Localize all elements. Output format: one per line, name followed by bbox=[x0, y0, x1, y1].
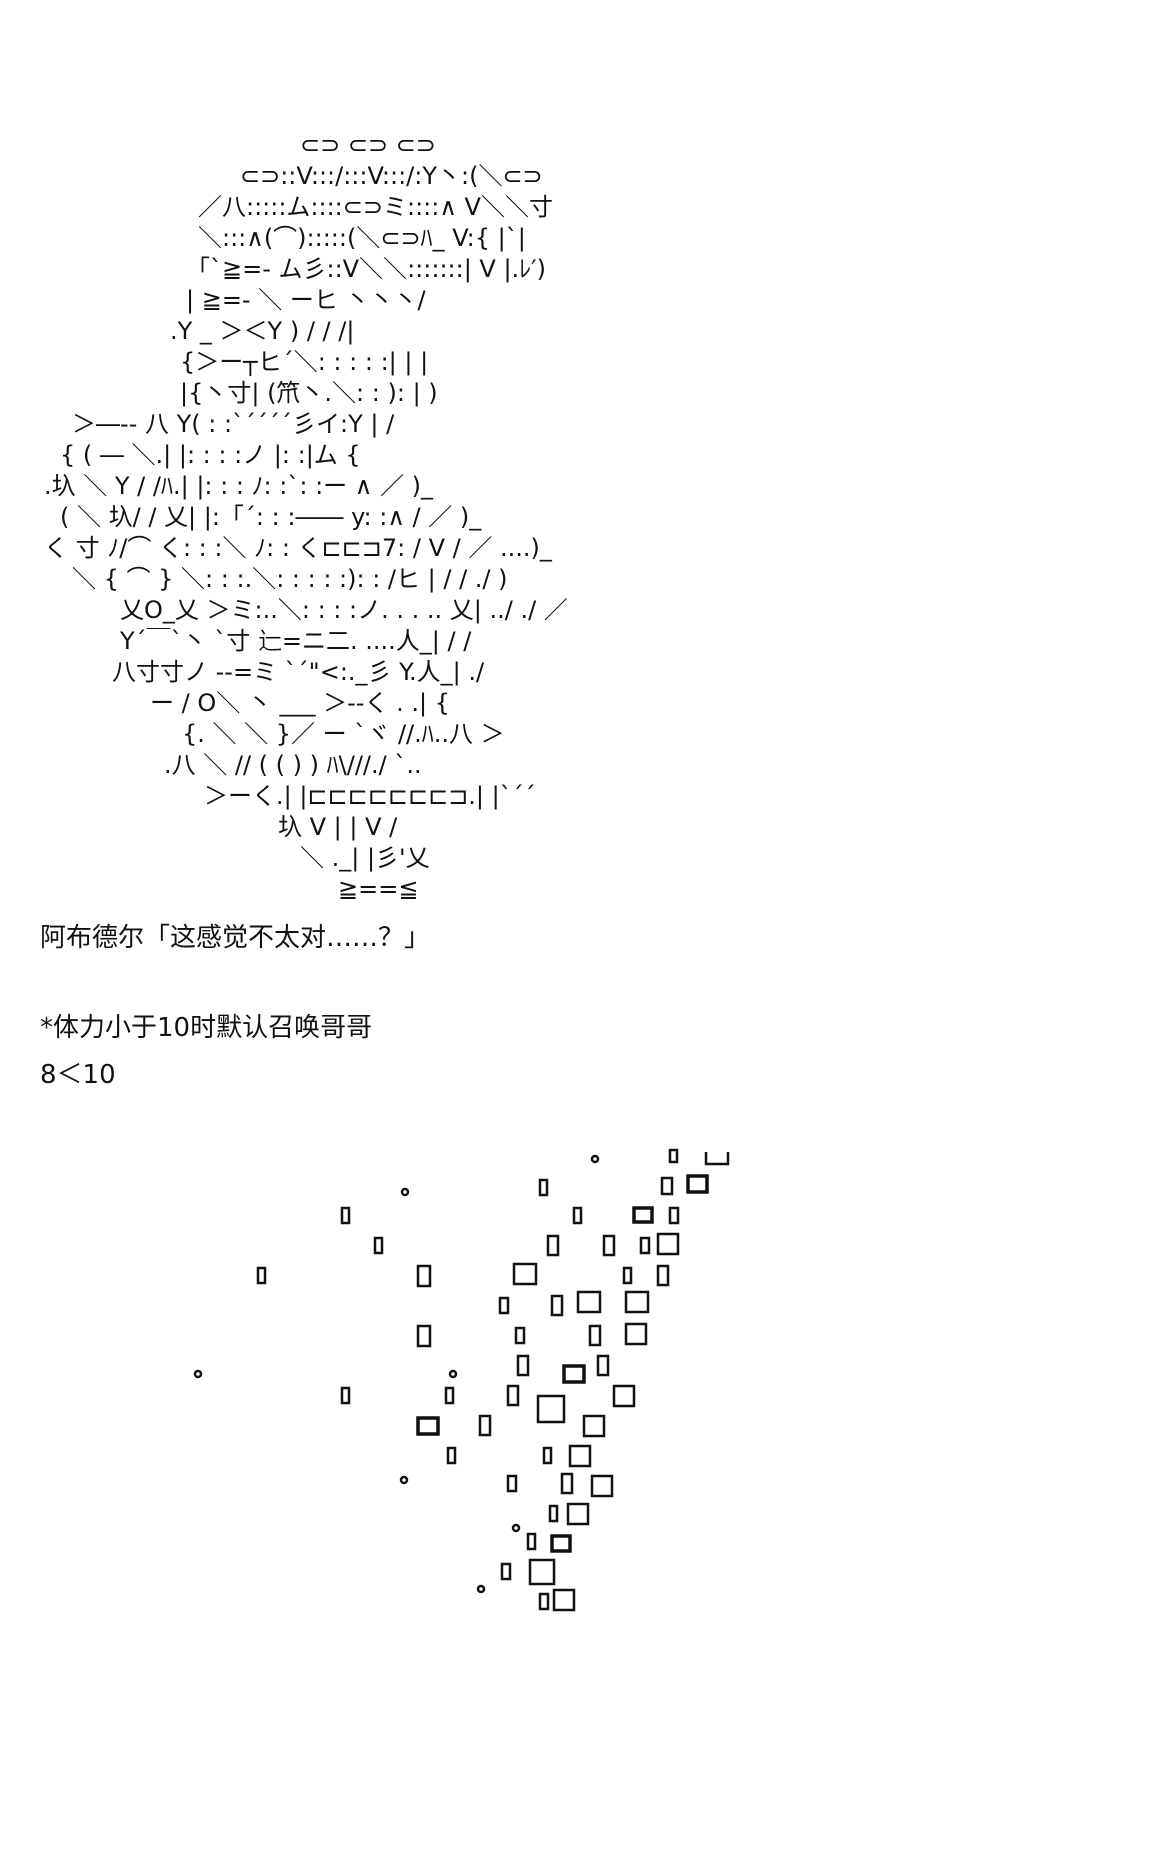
ascii-art-line: ／八:::::ム::::⊂⊃ミ::::∧ V＼＼寸 bbox=[198, 193, 553, 221]
particle-dot bbox=[511, 1523, 521, 1533]
ascii-art-line: く 寸 ﾉ/⌒ く: : :＼ ﾉ: : く⊏⊏⊐7: / V / ／ ....… bbox=[44, 534, 553, 562]
particle-square bbox=[536, 1394, 566, 1424]
ascii-art-line: 乂O_乂 ＞ミ:..＼: : : :ノ. . . .. 乂| ../ ./ ／ bbox=[120, 596, 568, 624]
particle-bar bbox=[506, 1384, 520, 1407]
particle-bar bbox=[572, 1206, 583, 1225]
particle-square bbox=[632, 1206, 654, 1224]
ascii-art-line: ⊂⊃::V:::/:::V:::/:Y丶:(＼⊂⊃ bbox=[240, 162, 543, 190]
ascii-art-line: { ( ― ＼.| |: : : :ノ |: :|ム { bbox=[60, 441, 361, 469]
particle-bar bbox=[516, 1354, 530, 1377]
particle-square bbox=[656, 1232, 680, 1256]
ascii-art-line: ＼ { ⌒ } ＼: : :.＼: : : : :): : /ヒ | / / .… bbox=[72, 565, 508, 593]
ascii-art-line: ＞―-- 八 Y( : :`´´´´彡イ:Y | / bbox=[72, 410, 395, 438]
particle-bar bbox=[416, 1264, 432, 1288]
particle-dot bbox=[399, 1475, 409, 1485]
particle-bar bbox=[542, 1446, 553, 1465]
particle-bar bbox=[548, 1504, 559, 1523]
particle-bar bbox=[550, 1294, 564, 1317]
stat-comparison: 8＜10 bbox=[40, 1060, 116, 1090]
particle-square bbox=[582, 1414, 606, 1438]
ascii-art-line: 圦 V | | V / bbox=[278, 813, 398, 841]
particle-bar bbox=[538, 1592, 550, 1611]
particle-bar bbox=[602, 1234, 616, 1257]
particle-bar bbox=[506, 1474, 518, 1493]
particle-bar bbox=[656, 1264, 670, 1287]
ascii-art-line: |{丶寸| (笊丶.＼: : ): | ) bbox=[180, 379, 438, 407]
particle-bar bbox=[622, 1266, 633, 1285]
ascii-art-line: ー / O＼ 丶 ___ ＞--く . .| { bbox=[150, 689, 450, 717]
dialogue-line: 阿布德尔「这感觉不太对……？」 bbox=[40, 923, 431, 953]
ascii-art-line: .Y _ ＞＜Y ) / / /| bbox=[170, 317, 354, 345]
particle-dot bbox=[400, 1187, 410, 1197]
particle-dot bbox=[590, 1154, 600, 1164]
particle-bar bbox=[500, 1562, 512, 1581]
ascii-art-line: ≧==≦ bbox=[338, 875, 418, 900]
particle-bar bbox=[373, 1236, 384, 1255]
particle-bar bbox=[478, 1414, 492, 1437]
particle-square bbox=[568, 1444, 592, 1468]
particle-bar bbox=[256, 1266, 267, 1285]
particle-fragment bbox=[704, 1152, 730, 1166]
particle-square bbox=[562, 1364, 586, 1384]
particle-bar bbox=[639, 1236, 651, 1255]
ascii-art-figure: ⊂⊃ ⊂⊃ ⊂⊃ ⊂⊃::V:::/:::V:::/:Y丶:(＼⊂⊃ ／八:::… bbox=[44, 131, 568, 900]
particle-bar bbox=[588, 1324, 602, 1347]
particle-bar bbox=[596, 1354, 610, 1377]
particle-bar bbox=[340, 1206, 351, 1225]
particle-bar bbox=[446, 1446, 457, 1465]
particle-square bbox=[612, 1384, 636, 1408]
particle-square bbox=[512, 1262, 538, 1286]
particle-bar bbox=[340, 1386, 351, 1405]
ascii-art-line: ＼:::∧(⌒):::::(＼⊂⊃ﾊ_ V:{ |`| bbox=[198, 224, 526, 252]
particle-square bbox=[552, 1588, 576, 1612]
particle-square bbox=[686, 1174, 709, 1194]
particle-dot bbox=[476, 1584, 486, 1594]
ascii-art-line: {. ＼ ＼ }／ ー `ヾ //.ﾊ..八 ＞ bbox=[182, 720, 505, 748]
particle-square bbox=[416, 1416, 440, 1436]
particle-dot bbox=[448, 1369, 458, 1379]
particle-bar bbox=[514, 1326, 526, 1345]
particle-square bbox=[566, 1502, 590, 1526]
particle-bar bbox=[546, 1234, 560, 1257]
particle-bar bbox=[416, 1324, 432, 1348]
particle-square bbox=[576, 1290, 602, 1314]
particle-bar bbox=[660, 1176, 674, 1196]
ascii-art-line: ( ＼ 圦/ / 乂| |:「´: : :―― y: :∧ / ／ )_ bbox=[60, 503, 482, 531]
ascii-art-line: .八 ＼ // ( ( ) ) ﾊ\///./ `.. bbox=[164, 751, 422, 779]
particle-bar bbox=[668, 1148, 679, 1164]
particle-bar bbox=[526, 1532, 537, 1551]
particle-bar bbox=[444, 1386, 455, 1405]
dissolving-particles bbox=[193, 1148, 730, 1612]
particle-square bbox=[624, 1322, 648, 1346]
ascii-art-line: ⊂⊃ ⊂⊃ ⊂⊃ bbox=[300, 131, 436, 159]
ascii-art-line: ＼ ._| |彡'乂 bbox=[300, 844, 430, 872]
particle-dot bbox=[193, 1369, 203, 1379]
ascii-art-line: Y´￣`丶 `寸 辷=ニ二. ....人_| / / bbox=[119, 627, 472, 655]
particle-square bbox=[550, 1534, 572, 1553]
ascii-art-line: {＞ー┬ヒ´＼: : : : :| | | bbox=[180, 348, 428, 377]
ascii-art-line: ＞ーく.| |⊏⊏⊏⊏⊏⊏⊏⊐.| |`´´ bbox=[204, 782, 536, 810]
particle-bar bbox=[498, 1296, 510, 1315]
particle-square bbox=[590, 1474, 614, 1498]
stat-note: *体力小于10时默认召唤哥哥 bbox=[40, 1013, 373, 1043]
particle-bar bbox=[668, 1206, 680, 1225]
particle-bar bbox=[538, 1178, 549, 1197]
particle-square bbox=[528, 1558, 556, 1586]
ascii-art-line: 八寸寸ノ --=ミ `´"<:._彡 Y.人_| ./ bbox=[112, 658, 485, 686]
particle-square bbox=[624, 1290, 650, 1314]
ascii-art-line: 「`≧=- ム彡::V＼＼:::::::| V |.ﾚ′) bbox=[186, 255, 546, 283]
ascii-art-line: .圦 ＼ Y / /ﾊ.| |: : : ﾉ: :`: :ー ∧ ／ )_ bbox=[44, 472, 434, 500]
ascii-art-line: | ≧=- ＼ ーヒ 丶丶丶/ bbox=[186, 286, 426, 314]
particle-bar bbox=[560, 1472, 574, 1495]
